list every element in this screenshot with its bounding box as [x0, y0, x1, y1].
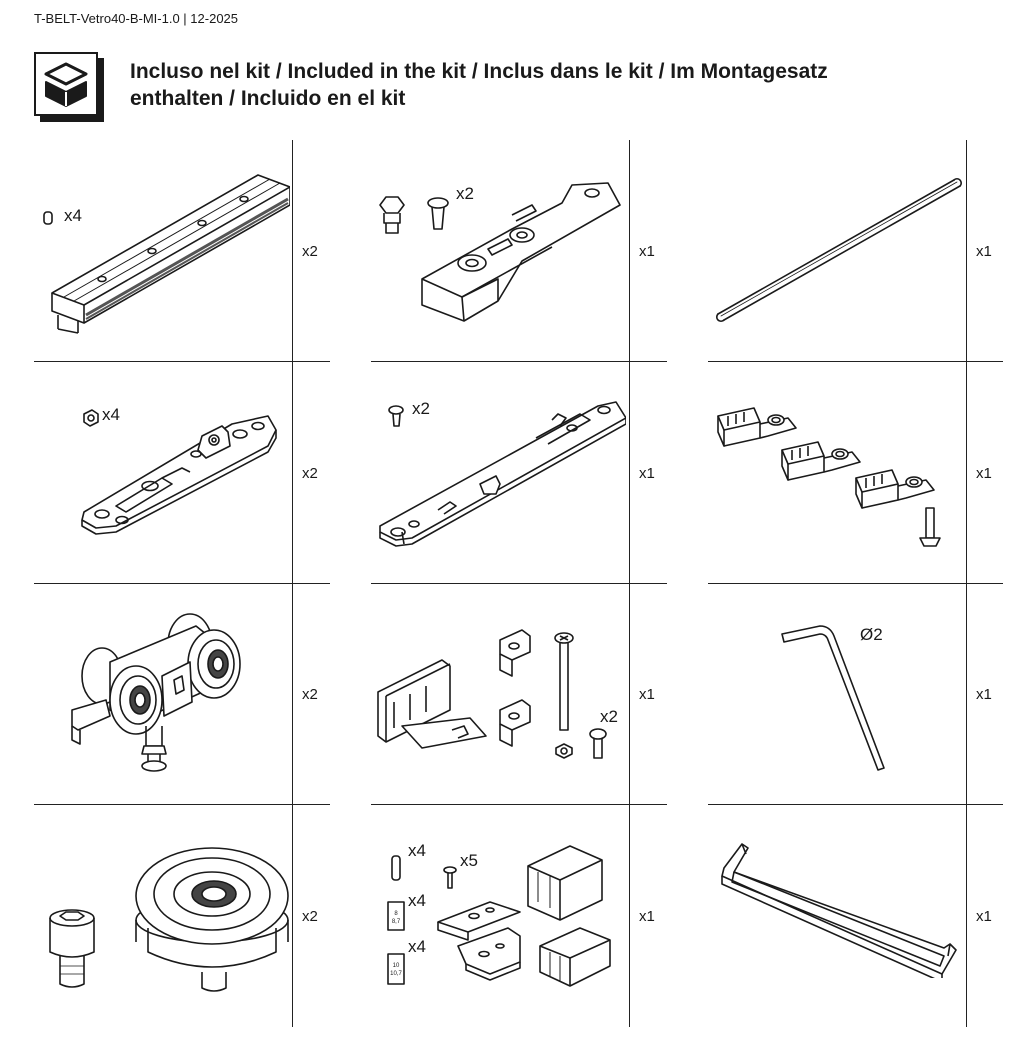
- open-box-icon: [34, 52, 106, 124]
- glass-clamp-kit-illustration: x4 x5 8 8,7 x4 10 10,7 x4: [380, 836, 628, 1006]
- callout-label: x4: [64, 206, 82, 225]
- callout-label: x2: [412, 399, 430, 418]
- rail-profile-illustration: x4: [34, 165, 290, 340]
- belt-clamps-illustration: [714, 402, 964, 552]
- quantity-label: x1: [976, 908, 992, 925]
- u-channel-illustration: [718, 838, 958, 978]
- callout-label: x4: [102, 405, 120, 424]
- callout-label: x4: [408, 891, 426, 910]
- carriage-plate-illustration: x4: [72, 402, 282, 542]
- quantity-label: x1: [976, 243, 992, 260]
- quantity-label: x1: [639, 686, 655, 703]
- grid-divider: [371, 361, 667, 362]
- pulley-illustration: [46, 822, 290, 1002]
- quantity-label: x1: [976, 686, 992, 703]
- grid-divider: [34, 361, 330, 362]
- quantity-label: x2: [302, 243, 318, 260]
- spacer-label: 8: [394, 911, 398, 917]
- door-bracket-illustration: x2: [372, 175, 628, 330]
- quantity-label: x2: [302, 686, 318, 703]
- trolley-illustration: [66, 606, 266, 776]
- quantity-label: x1: [639, 243, 655, 260]
- spacer-label: 10: [393, 963, 400, 969]
- grid-divider: [34, 804, 330, 805]
- spacer-label: 10,7: [390, 971, 402, 977]
- grid-divider: [371, 583, 667, 584]
- callout-label: x4: [408, 841, 426, 860]
- page-title: Incluso nel kit / Included in the kit / …: [130, 58, 950, 112]
- callout-label: x2: [600, 707, 618, 726]
- end-stop-kit-illustration: x2: [372, 622, 628, 772]
- allen-key-illustration: Ø2: [776, 620, 916, 780]
- grid-divider: [371, 804, 667, 805]
- grid-divider: [34, 583, 330, 584]
- long-bracket-illustration: x2: [376, 392, 626, 552]
- callout-label: Ø2: [860, 625, 883, 644]
- title-line-2: enthalten / Incluido en el kit: [130, 87, 406, 110]
- quantity-label: x2: [302, 908, 318, 925]
- spacer-label: 8,7: [392, 919, 401, 925]
- quantity-label: x1: [976, 465, 992, 482]
- quantity-label: x1: [639, 908, 655, 925]
- quantity-label: x1: [639, 465, 655, 482]
- title-line-1: Incluso nel kit / Included in the kit / …: [130, 60, 828, 83]
- callout-label: x2: [456, 184, 474, 203]
- grid-divider: [708, 804, 1003, 805]
- toothed-belt-illustration: [712, 170, 964, 326]
- grid-divider: [708, 583, 1003, 584]
- quantity-label: x2: [302, 465, 318, 482]
- callout-label: x5: [460, 851, 478, 870]
- document-code: T-BELT-Vetro40-B-MI-1.0 | 12-2025: [34, 11, 239, 26]
- callout-label: x4: [408, 937, 426, 956]
- grid-divider: [708, 361, 1003, 362]
